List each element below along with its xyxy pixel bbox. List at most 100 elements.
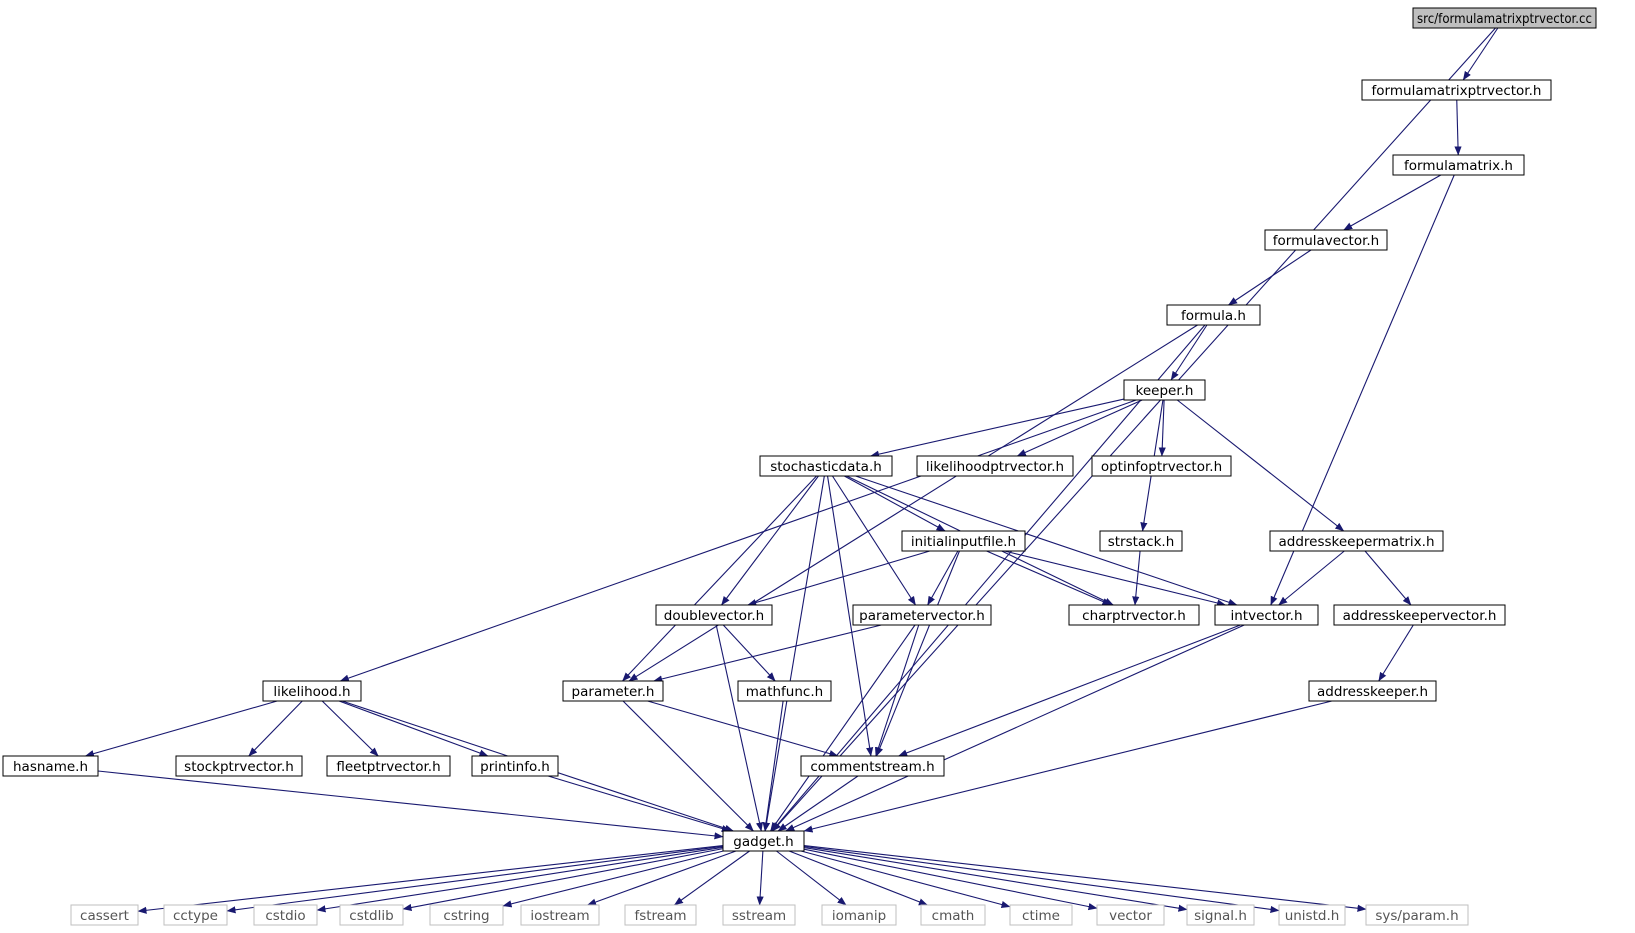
edge-gadget-to-iomanip (776, 850, 847, 906)
node-cpv[interactable]: charptrvector.h (1068, 604, 1200, 626)
node-box (1269, 530, 1444, 552)
node-fv[interactable]: formulavector.h (1264, 229, 1388, 251)
node-box (901, 530, 1026, 552)
edge-keeper-to-akm (1176, 399, 1345, 532)
node-hn[interactable]: hasname.h (2, 755, 99, 777)
node-box (1365, 904, 1469, 926)
edge-ak-to-gadget (803, 700, 1333, 833)
edge-dv-to-gadget (715, 624, 763, 832)
edge-iif-to-dv (747, 550, 930, 607)
edge-fm-to-fv (1343, 174, 1442, 231)
node-box (339, 904, 404, 926)
edge-iv-to-cs (898, 624, 1241, 757)
node-lik[interactable]: likelihood.h (262, 680, 362, 702)
node-box (262, 680, 362, 702)
edge-stoch-to-iv (855, 475, 1238, 606)
node-keeper[interactable]: keeper.h (1123, 379, 1206, 401)
node-iv[interactable]: intvector.h (1214, 604, 1319, 626)
node-label: parameter.h (572, 684, 655, 700)
node-label: keeper.h (1136, 383, 1194, 399)
node-label: gadget.h (733, 834, 793, 850)
edge-iv-to-gadget (785, 624, 1245, 832)
node-box (1166, 304, 1261, 326)
node-label: parametervector.h (859, 608, 985, 624)
edge-iif-to-cs (876, 550, 960, 757)
node-ak[interactable]: addresskeeper.h (1308, 680, 1437, 702)
edge-gadget-to-vector (803, 848, 1098, 911)
edge-akm-to-iv (1278, 550, 1345, 606)
node-box (163, 904, 228, 926)
node-oipv[interactable]: optinfoptrvector.h (1091, 455, 1232, 477)
node-mf[interactable]: mathfunc.h (737, 680, 832, 702)
node-label: formulamatrixptrvector.h (1372, 83, 1542, 99)
node-label: likelihoodptrvector.h (926, 459, 1064, 475)
node-label: formula.h (1181, 308, 1246, 324)
node-label: iostream (530, 908, 589, 924)
node-box (1099, 530, 1183, 552)
node-cs[interactable]: commentstream.h (800, 755, 945, 777)
edge-strstack-to-cpv (1132, 550, 1141, 606)
node-dv[interactable]: doublevector.h (655, 604, 773, 626)
edge-gadget-to-unistd (803, 845, 1280, 913)
node-box (759, 455, 893, 477)
node-sysparam: sys/param.h (1365, 904, 1469, 926)
node-box (562, 680, 664, 702)
edge-pv-to-cs (875, 624, 920, 757)
node-label: addresskeepervector.h (1343, 608, 1497, 624)
edge-pi-to-gadget (547, 775, 731, 832)
edge-gadget-to-cassert (137, 845, 724, 914)
node-strstack[interactable]: strstack.h (1099, 530, 1183, 552)
node-box (737, 680, 832, 702)
node-box (175, 755, 303, 777)
node-box (821, 904, 897, 926)
edge-akv-to-ak (1378, 624, 1414, 682)
node-box (722, 830, 805, 852)
node-formula[interactable]: formula.h (1166, 304, 1261, 326)
node-box (253, 904, 318, 926)
node-root[interactable]: src/formulamatrixptrvector.cc (1412, 7, 1597, 29)
node-akm[interactable]: addresskeepermatrix.h (1269, 530, 1444, 552)
node-pv[interactable]: parametervector.h (852, 604, 992, 626)
node-box (1123, 379, 1206, 401)
node-spv[interactable]: stockptrvector.h (175, 755, 303, 777)
node-fpv[interactable]: fleetptrvector.h (326, 755, 451, 777)
node-box (1009, 904, 1073, 926)
node-box (1091, 455, 1232, 477)
node-label: intvector.h (1230, 608, 1302, 624)
node-box (1096, 904, 1165, 926)
node-stoch[interactable]: stochasticdata.h (759, 455, 893, 477)
node-gadget[interactable]: gadget.h (722, 830, 805, 852)
node-label: charptrvector.h (1082, 608, 1186, 624)
node-iif[interactable]: initialinputfile.h (901, 530, 1026, 552)
edge-keeper-to-lpv (1016, 399, 1143, 457)
node-box (1392, 154, 1525, 176)
node-box (624, 904, 697, 926)
node-label: doublevector.h (664, 608, 764, 624)
edge-lik-to-hn (84, 700, 278, 758)
node-label: initialinputfile.h (911, 534, 1016, 550)
node-fm[interactable]: formulamatrix.h (1392, 154, 1525, 176)
edge-stoch-to-param (622, 475, 817, 682)
node-box (916, 455, 1074, 477)
node-vector: vector (1096, 904, 1165, 926)
node-box (429, 904, 504, 926)
node-fmpv[interactable]: formulamatrixptrvector.h (1361, 79, 1552, 101)
node-pi[interactable]: printinfo.h (471, 755, 559, 777)
node-label: fstream (634, 908, 686, 924)
node-box (1308, 680, 1437, 702)
node-box (852, 604, 992, 626)
edge-stoch-to-pv (831, 475, 917, 606)
node-box (1186, 904, 1255, 926)
node-akv[interactable]: addresskeepervector.h (1333, 604, 1506, 626)
node-box (471, 755, 559, 777)
node-label: cstdio (265, 908, 305, 924)
node-lpv[interactable]: likelihoodptrvector.h (916, 455, 1074, 477)
node-label: unistd.h (1285, 908, 1340, 924)
edge-gadget-to-signal (803, 847, 1188, 912)
node-cstdlib: cstdlib (339, 904, 404, 926)
edge-stoch-to-iif (844, 475, 946, 532)
node-label: vector (1109, 908, 1152, 924)
node-box (70, 904, 139, 926)
node-sstream: sstream (722, 904, 796, 926)
node-param[interactable]: parameter.h (562, 680, 664, 702)
